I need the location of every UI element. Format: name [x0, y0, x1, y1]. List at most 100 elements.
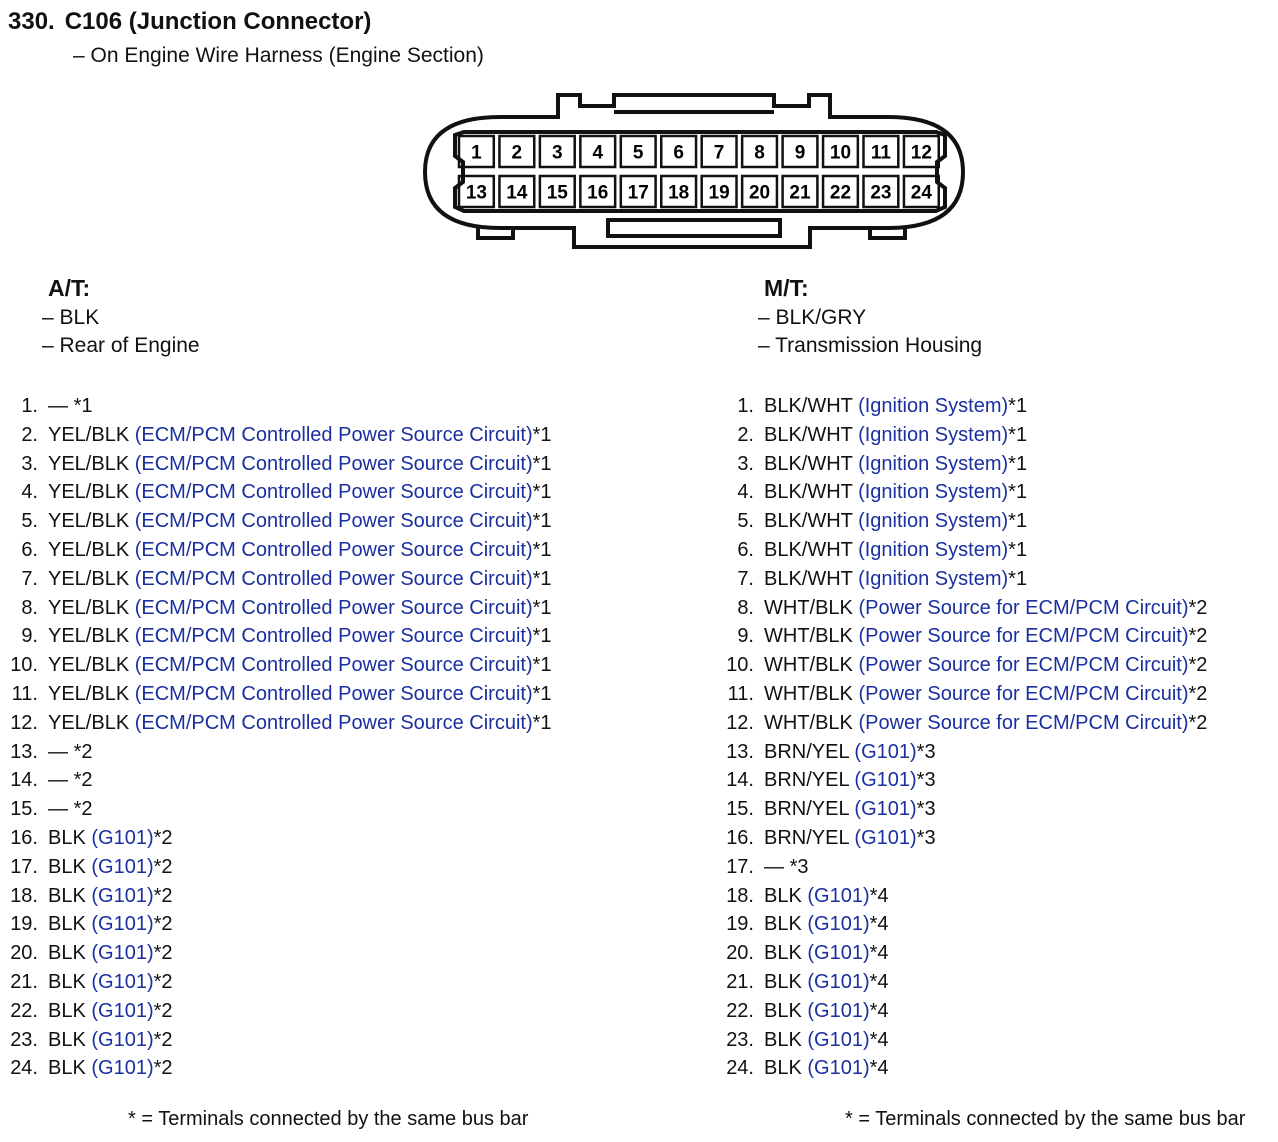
pin-row: 7.BLK/WHT (Ignition System)*1 — [716, 565, 1207, 594]
pin-row: 11.YEL/BLK (ECM/PCM Controlled Power Sou… — [0, 680, 552, 709]
circuit-name: (Ignition System) — [858, 481, 1009, 504]
bus-bar-note: *2 — [153, 1028, 173, 1051]
pin-row: 8.YEL/BLK (ECM/PCM Controlled Power Sour… — [0, 594, 551, 623]
bus-bar-note: *2 — [1188, 654, 1208, 677]
bus-bar-note: *1 — [532, 538, 552, 561]
circuit-name: (ECM/PCM Controlled Power Source Circuit… — [134, 423, 533, 446]
circuit-name: (Ignition System) — [858, 423, 1009, 446]
pin-number: 11 — [871, 143, 892, 164]
pin-row: 8.WHT/BLK (Power Source for ECM/PCM Circ… — [716, 594, 1207, 623]
pin-index: 17. — [10, 855, 38, 878]
circuit-name: (ECM/PCM Controlled Power Source Circuit… — [134, 538, 533, 561]
pin-row: 9.YEL/BLK (ECM/PCM Controlled Power Sour… — [0, 622, 551, 651]
wire-color: WHT/BLK — [764, 596, 859, 619]
pin-row: 16.BLK (G101)*2 — [0, 824, 552, 853]
wire-color: YEL/BLK — [48, 682, 135, 705]
pin-row: 13.— *2 — [0, 738, 552, 767]
pin-cavity — [619, 134, 657, 169]
wire-color: BLK — [48, 826, 92, 849]
pin-index: 24. — [10, 1057, 38, 1080]
pin-number: 4 — [592, 143, 603, 164]
pin-index: 20. — [10, 942, 38, 965]
circuit-name: (G101) — [807, 1028, 870, 1051]
pin-index: 2. — [737, 423, 754, 446]
pin-cavity — [538, 134, 576, 169]
pin-index: 14. — [10, 769, 38, 792]
pin-number: 13 — [466, 183, 487, 204]
bus-bar-note: *2 — [1188, 625, 1208, 648]
pin-index: 15. — [10, 798, 38, 821]
pin-number: 22 — [830, 183, 851, 204]
pin-row: 24.BLK (G101)*2 — [0, 1054, 552, 1083]
wire-color: BRN/YEL — [764, 769, 855, 792]
wire-color: YEL/BLK — [48, 423, 135, 446]
circuit-name: (ECM/PCM Controlled Power Source Circuit… — [134, 567, 533, 590]
bus-bar-note: *4 — [869, 884, 889, 907]
wire-color: BLK — [48, 1057, 92, 1080]
bus-bar-note: *1 — [532, 682, 552, 705]
pin-number: 5 — [633, 143, 644, 164]
wire-color: BLK — [48, 942, 92, 965]
circuit-name: (G101) — [91, 826, 154, 849]
pin-row: 21.BLK (G101)*2 — [0, 968, 552, 997]
pin-cavity — [498, 134, 536, 169]
bus-bar-note: *1 — [532, 452, 552, 475]
pin-row: 22.BLK (G101)*2 — [0, 997, 552, 1026]
bus-bar-note: *2 — [153, 826, 173, 849]
mt-variant-title: M/T: — [764, 275, 809, 301]
pin-row: 15.BRN/YEL (G101)*3 — [716, 795, 1207, 824]
pin-row: 19.BLK (G101)*4 — [716, 910, 1207, 939]
bus-bar-note: *1 — [532, 711, 552, 734]
pin-row: 20.BLK (G101)*4 — [716, 939, 1207, 968]
circuit-name: (Power Source for ECM/PCM Circuit) — [858, 596, 1189, 619]
wire-color: BLK — [764, 884, 808, 907]
bus-bar-note: *2 — [1188, 682, 1208, 705]
bottom-left-tab — [476, 228, 515, 240]
pin-index: 12. — [10, 711, 38, 734]
circuit-name: (Power Source for ECM/PCM Circuit) — [858, 682, 1189, 705]
circuit-name: (G101) — [854, 798, 917, 821]
circuit-name: (G101) — [91, 1057, 154, 1080]
pin-row: 22.BLK (G101)*4 — [716, 997, 1207, 1026]
circuit-name: (G101) — [854, 740, 917, 763]
pin-index: 6. — [737, 538, 754, 561]
pin-cavity — [740, 174, 779, 209]
wire-color: BLK — [48, 970, 92, 993]
pin-index: 4. — [737, 481, 754, 504]
pin-cavity — [538, 174, 576, 209]
pin-number: 7 — [714, 143, 725, 164]
pin-cavity — [660, 134, 698, 169]
bus-bar-note: *3 — [916, 826, 936, 849]
circuit-name: (G101) — [807, 999, 870, 1022]
bus-bar-note: *1 — [1008, 395, 1028, 417]
circuit-name: (Ignition System) — [858, 395, 1009, 417]
pin-number: 20 — [749, 183, 770, 204]
connector-housing — [422, 93, 966, 249]
wire-color: YEL/BLK — [48, 654, 135, 677]
circuit-name: (G101) — [91, 855, 154, 878]
pin-index: 2. — [21, 423, 38, 446]
page-title: 330.C106 (Junction Connector) — [8, 6, 371, 38]
wire-color: — — [48, 769, 74, 792]
pin-row: 6.BLK/WHT (Ignition System)*1 — [716, 536, 1207, 565]
pin-cavity — [740, 134, 779, 169]
bus-bar-note: *4 — [869, 1057, 889, 1080]
pin-cavity — [781, 174, 819, 209]
pin-index: 21. — [10, 970, 38, 993]
wire-color: YEL/BLK — [48, 452, 135, 475]
bus-bar-note: *2 — [153, 999, 173, 1022]
wire-color: BLK — [48, 999, 92, 1022]
bus-bar-note: *2 — [153, 970, 173, 993]
circuit-name: (ECM/PCM Controlled Power Source Circuit… — [134, 625, 533, 648]
pin-number: 8 — [754, 143, 765, 164]
wire-color: YEL/BLK — [48, 538, 135, 561]
circuit-name: (G101) — [91, 884, 154, 907]
bus-bar-note: *1 — [532, 567, 552, 590]
bus-bar-note: *4 — [869, 942, 889, 965]
pin-row: 21.BLK (G101)*4 — [716, 968, 1207, 997]
bus-bar-note: *4 — [869, 999, 889, 1022]
circuit-name: (Ignition System) — [858, 452, 1009, 475]
section-number: 330. — [8, 8, 55, 35]
bus-bar-note: *2 — [153, 884, 173, 907]
